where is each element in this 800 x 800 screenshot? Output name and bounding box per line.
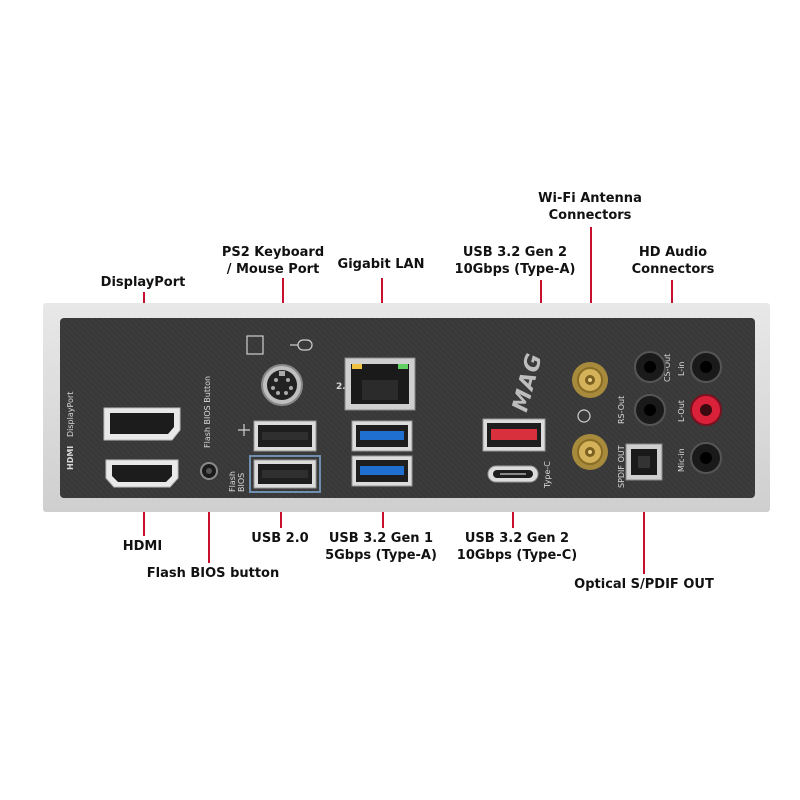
label-usb32-gen1-a: USB 3.2 Gen 1 5Gbps (Type-A)	[318, 530, 444, 564]
leader-flash-bios	[208, 478, 210, 563]
label-optical-spdif: Optical S/PDIF OUT	[568, 576, 720, 593]
label-hdmi: HDMI	[115, 538, 170, 555]
label-ps2: PS2 Keyboard / Mouse Port	[210, 244, 336, 278]
label-wifi-antenna-line1: Wi-Fi Antenna	[538, 191, 642, 206]
label-optical-spdif-text: Optical S/PDIF OUT	[574, 577, 714, 592]
lan-port[interactable]	[344, 357, 416, 411]
label-wifi-antenna: Wi-Fi Antenna Connectors	[520, 190, 660, 224]
displayport-port[interactable]	[103, 407, 181, 441]
label-usb32-gen2-a-line1: USB 3.2 Gen 2	[462, 245, 568, 260]
audio-jack-l-out[interactable]	[690, 394, 722, 426]
label-displayport-text: DisplayPort	[100, 275, 186, 290]
label-ps2-line2: / Mouse Port	[226, 262, 320, 277]
wifi-antenna-connector-lower[interactable]	[572, 434, 608, 470]
label-usb32-gen1-a-line1: USB 3.2 Gen 1	[328, 531, 434, 546]
optical-spdif-port[interactable]	[625, 443, 663, 481]
hdmi-port[interactable]	[105, 459, 179, 488]
audio-jack-mic-in[interactable]	[690, 442, 722, 474]
label-hd-audio-line1: HD Audio	[638, 245, 708, 260]
audio-jack-cs-out[interactable]	[634, 351, 666, 383]
mouse-icon	[290, 339, 313, 351]
usb32-gen1-port-lower[interactable]	[351, 455, 413, 487]
label-ps2-line1: PS2 Keyboard	[221, 245, 325, 260]
label-hd-audio-line2: Connectors	[631, 262, 715, 277]
label-wifi-antenna-line2: Connectors	[548, 208, 632, 223]
usb20-port-upper[interactable]	[253, 420, 317, 452]
label-hd-audio: HD Audio Connectors	[618, 244, 728, 278]
leader-wifi	[590, 227, 592, 362]
label-usb32-gen2-c-line2: 10Gbps (Type-C)	[456, 548, 578, 563]
label-gigabit-lan: Gigabit LAN	[330, 256, 432, 273]
label-usb32-gen2-c: USB 3.2 Gen 2 10Gbps (Type-C)	[450, 530, 584, 564]
label-displayport: DisplayPort	[88, 274, 198, 291]
label-flash-bios-button-text: Flash BIOS button	[146, 566, 280, 581]
audio-jack-l-in[interactable]	[690, 351, 722, 383]
usb32-gen1-port-upper[interactable]	[351, 420, 413, 452]
leader-hdmi	[143, 488, 145, 536]
label-usb32-gen2-a-line2: 10Gbps (Type-A)	[454, 262, 576, 277]
label-flash-bios-button: Flash BIOS button	[140, 565, 286, 582]
audio-jack-rs-out[interactable]	[634, 394, 666, 426]
ps2-port[interactable]	[261, 364, 303, 406]
leader-optical	[643, 468, 645, 574]
label-usb20-text: USB 2.0	[251, 531, 309, 546]
label-usb32-gen2-c-line1: USB 3.2 Gen 2	[464, 531, 570, 546]
label-usb32-gen2-a: USB 3.2 Gen 2 10Gbps (Type-A)	[450, 244, 580, 278]
usb32-gen2-c-port[interactable]	[487, 465, 539, 483]
label-usb32-gen1-a-line2: 5Gbps (Type-A)	[325, 548, 437, 563]
label-usb20: USB 2.0	[240, 530, 320, 547]
label-hdmi-text: HDMI	[122, 539, 163, 554]
wifi-6-icon	[577, 409, 591, 423]
usb20-port-lower[interactable]	[249, 455, 321, 493]
flash-bios-button[interactable]	[200, 462, 218, 480]
wifi-antenna-connector-upper[interactable]	[572, 362, 608, 398]
label-gigabit-lan-text: Gigabit LAN	[337, 257, 425, 272]
usb-icon	[238, 424, 250, 436]
usb32-gen2-a-port[interactable]	[482, 418, 546, 452]
keyboard-icon	[246, 335, 264, 355]
